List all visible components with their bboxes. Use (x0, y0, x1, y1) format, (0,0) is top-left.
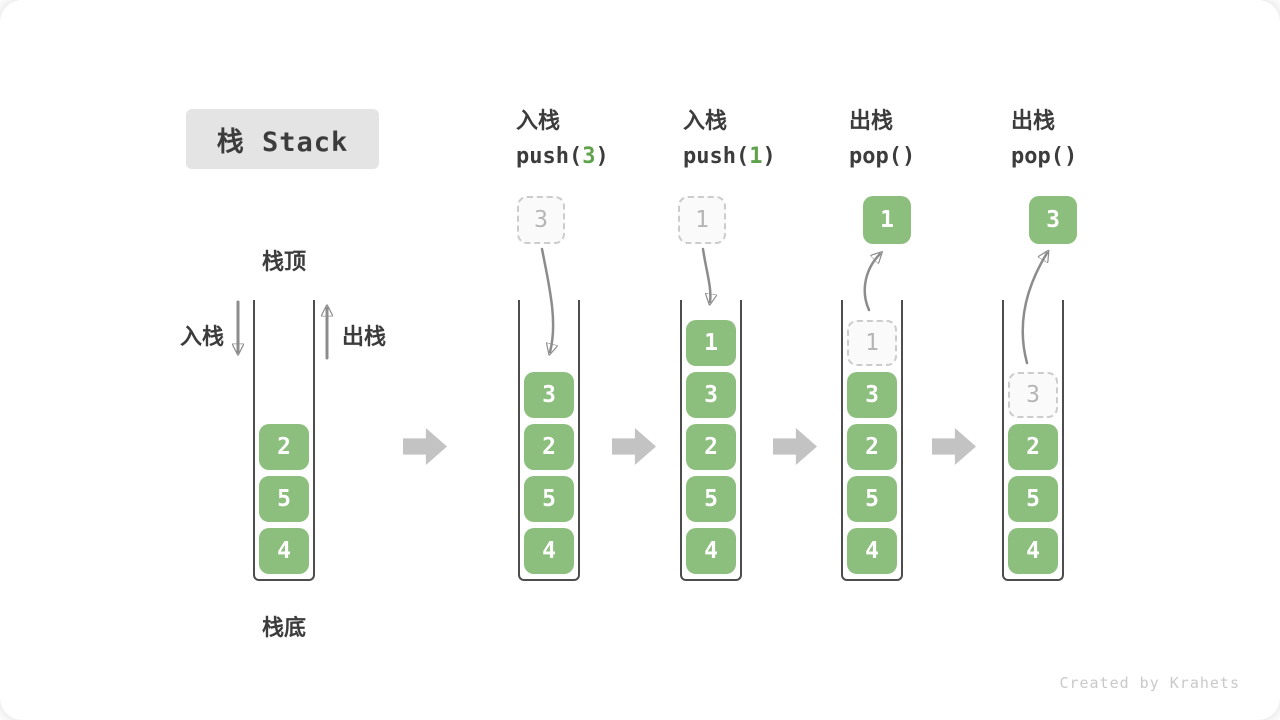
watermark-text: Created by Krahets (1059, 674, 1240, 692)
stack-element: 4 (1008, 528, 1058, 574)
operation-code-close: ) (762, 144, 776, 169)
stack-container-pop-1 (841, 300, 903, 581)
operation-header-pop-1: 出栈 pop() (849, 103, 915, 175)
stack-element: 4 (686, 528, 736, 574)
stack-container-initial (253, 300, 315, 581)
operation-code-close: ) (901, 144, 916, 169)
operation-header-push-1: 入栈 push(1) (683, 103, 776, 175)
operation-code: push(3) (516, 139, 609, 175)
stack-element: 5 (524, 476, 574, 522)
stack-element: 1 (686, 320, 736, 366)
stack-element: 2 (1008, 424, 1058, 470)
pop-direction-label: 出栈 (342, 324, 387, 349)
incoming-element: 1 (678, 196, 726, 244)
stack-top-label: 栈顶 (261, 249, 306, 274)
stage-arrow-icon (403, 428, 447, 465)
stack-container-push-3 (518, 300, 580, 581)
operation-code-close: ) (1063, 144, 1078, 169)
stack-element: 2 (259, 424, 309, 470)
operation-code-fn: push( (683, 144, 750, 169)
stack-container-push-1 (680, 300, 742, 581)
operation-code-fn: push( (516, 144, 583, 169)
operation-header-pop-3: 出栈 pop() (1011, 103, 1077, 175)
stack-element: 3 (524, 372, 574, 418)
stack-element: 3 (847, 372, 897, 418)
operation-code-arg: 3 (582, 144, 596, 169)
operation-code-fn: pop( (1011, 144, 1064, 169)
stack-element: 2 (847, 424, 897, 470)
popped-element: 1 (863, 196, 911, 244)
stage-arrow-icon (612, 428, 656, 465)
stack-element: 2 (686, 424, 736, 470)
stack-element: 5 (1008, 476, 1058, 522)
diagram-title-text: 栈 Stack (216, 126, 349, 158)
operation-code-close: ) (595, 144, 609, 169)
stack-container-pop-3 (1002, 300, 1064, 581)
operation-code-arg: 1 (749, 144, 763, 169)
stack-element: 5 (686, 476, 736, 522)
operation-name: 出栈 (849, 108, 894, 133)
stack-element: 2 (524, 424, 574, 470)
stage-arrow-icon (773, 428, 817, 465)
stack-element: 5 (847, 476, 897, 522)
operation-code: push(1) (683, 139, 776, 175)
push-1-arrow-icon (701, 247, 710, 302)
popped-element: 3 (1029, 196, 1077, 244)
stack-element-ghost: 1 (847, 320, 897, 366)
incoming-element: 3 (517, 196, 565, 244)
operation-code: pop() (1011, 139, 1077, 175)
operation-code: pop() (849, 139, 915, 175)
push-direction-label: 入栈 (179, 324, 224, 349)
operation-header-push-3: 入栈 push(3) (516, 103, 609, 175)
stack-element: 5 (259, 476, 309, 522)
stack-element-ghost: 3 (1008, 372, 1058, 418)
operation-code-fn: pop( (849, 144, 902, 169)
operation-name: 出栈 (1011, 108, 1056, 133)
operation-name: 入栈 (516, 108, 561, 133)
stack-element: 4 (524, 528, 574, 574)
stack-bottom-label: 栈底 (261, 615, 306, 640)
diagram-title: 栈 Stack (186, 109, 379, 169)
operation-name: 入栈 (683, 108, 728, 133)
stack-element: 4 (259, 528, 309, 574)
stack-element: 3 (686, 372, 736, 418)
stack-element: 4 (847, 528, 897, 574)
stage-arrow-icon (932, 428, 976, 465)
